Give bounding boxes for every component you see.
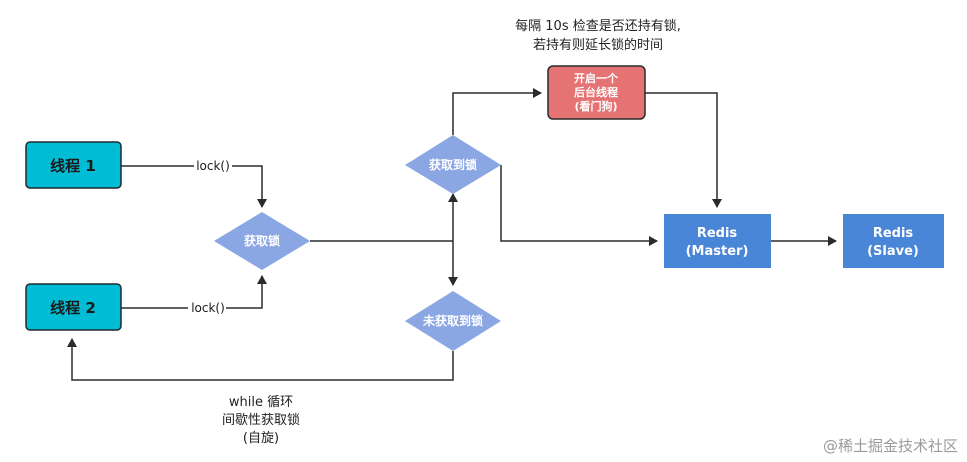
thread-1-label: 线程 1 [50, 157, 96, 175]
lock-call-label-2: lock() [191, 301, 225, 315]
watermark: @稀土掘金技术社区 [823, 437, 958, 455]
edge-label-bg-1 [194, 157, 232, 174]
connectors [67, 88, 837, 381]
thread-2-box: 线程 2 [25, 283, 122, 331]
watchdog-thread-box: 开启一个 后台线程 (看门狗) [547, 65, 646, 120]
edge-acquired-to-watchdog [452, 88, 542, 135]
watchdog-line-2: 后台线程 [574, 85, 618, 99]
watchdog-note-line-1: 每隔 10s 检查是否还持有锁, [515, 18, 681, 34]
watchdog-note: 每隔 10s 检查是否还持有锁, 若持有则延长锁的时间 [515, 18, 681, 53]
edge-acquired-to-master [500, 165, 658, 246]
retry-note-line-2: 间歇性获取锁 [222, 412, 300, 428]
redis-master-box: Redis (Master) [664, 214, 771, 268]
acquire-lock-label: 获取锁 [243, 233, 280, 248]
watchdog-note-line-2: 若持有则延长锁的时间 [533, 37, 663, 53]
retry-note-line-3: (自旋) [243, 431, 279, 446]
thread-2-label: 线程 2 [50, 299, 96, 317]
lock-not-acquired-diamond: 未获取到锁 [405, 291, 501, 351]
lock-acquired-diamond: 获取到锁 [405, 135, 501, 194]
edge-thread1-to-acquire [121, 165, 267, 208]
redis-master-line-2: (Master) [686, 244, 749, 259]
redis-slave-line-2: (Slave) [867, 244, 919, 259]
retry-note: while 循环 间歇性获取锁 (自旋) [222, 395, 300, 446]
redis-master-line-1: Redis [697, 226, 738, 241]
watchdog-line-3: (看门狗) [574, 99, 617, 113]
lock-not-acquired-label: 未获取到锁 [422, 313, 483, 328]
redis-slave-line-1: Redis [873, 226, 914, 241]
thread-1-box: 线程 1 [25, 141, 122, 189]
edge-label-bg-2 [188, 299, 226, 316]
edge-watchdog-to-master [645, 92, 722, 208]
redis-slave-box: Redis (Slave) [843, 214, 944, 268]
watchdog-line-1: 开启一个 [574, 71, 619, 85]
lock-acquired-label: 获取到锁 [428, 157, 477, 172]
retry-note-line-1: while 循环 [229, 395, 293, 410]
acquire-lock-diamond: 获取锁 [214, 212, 310, 270]
edge-thread2-to-acquire [121, 275, 267, 309]
edge-retry-to-thread2 [67, 338, 454, 381]
lock-call-label-1: lock() [196, 159, 230, 173]
